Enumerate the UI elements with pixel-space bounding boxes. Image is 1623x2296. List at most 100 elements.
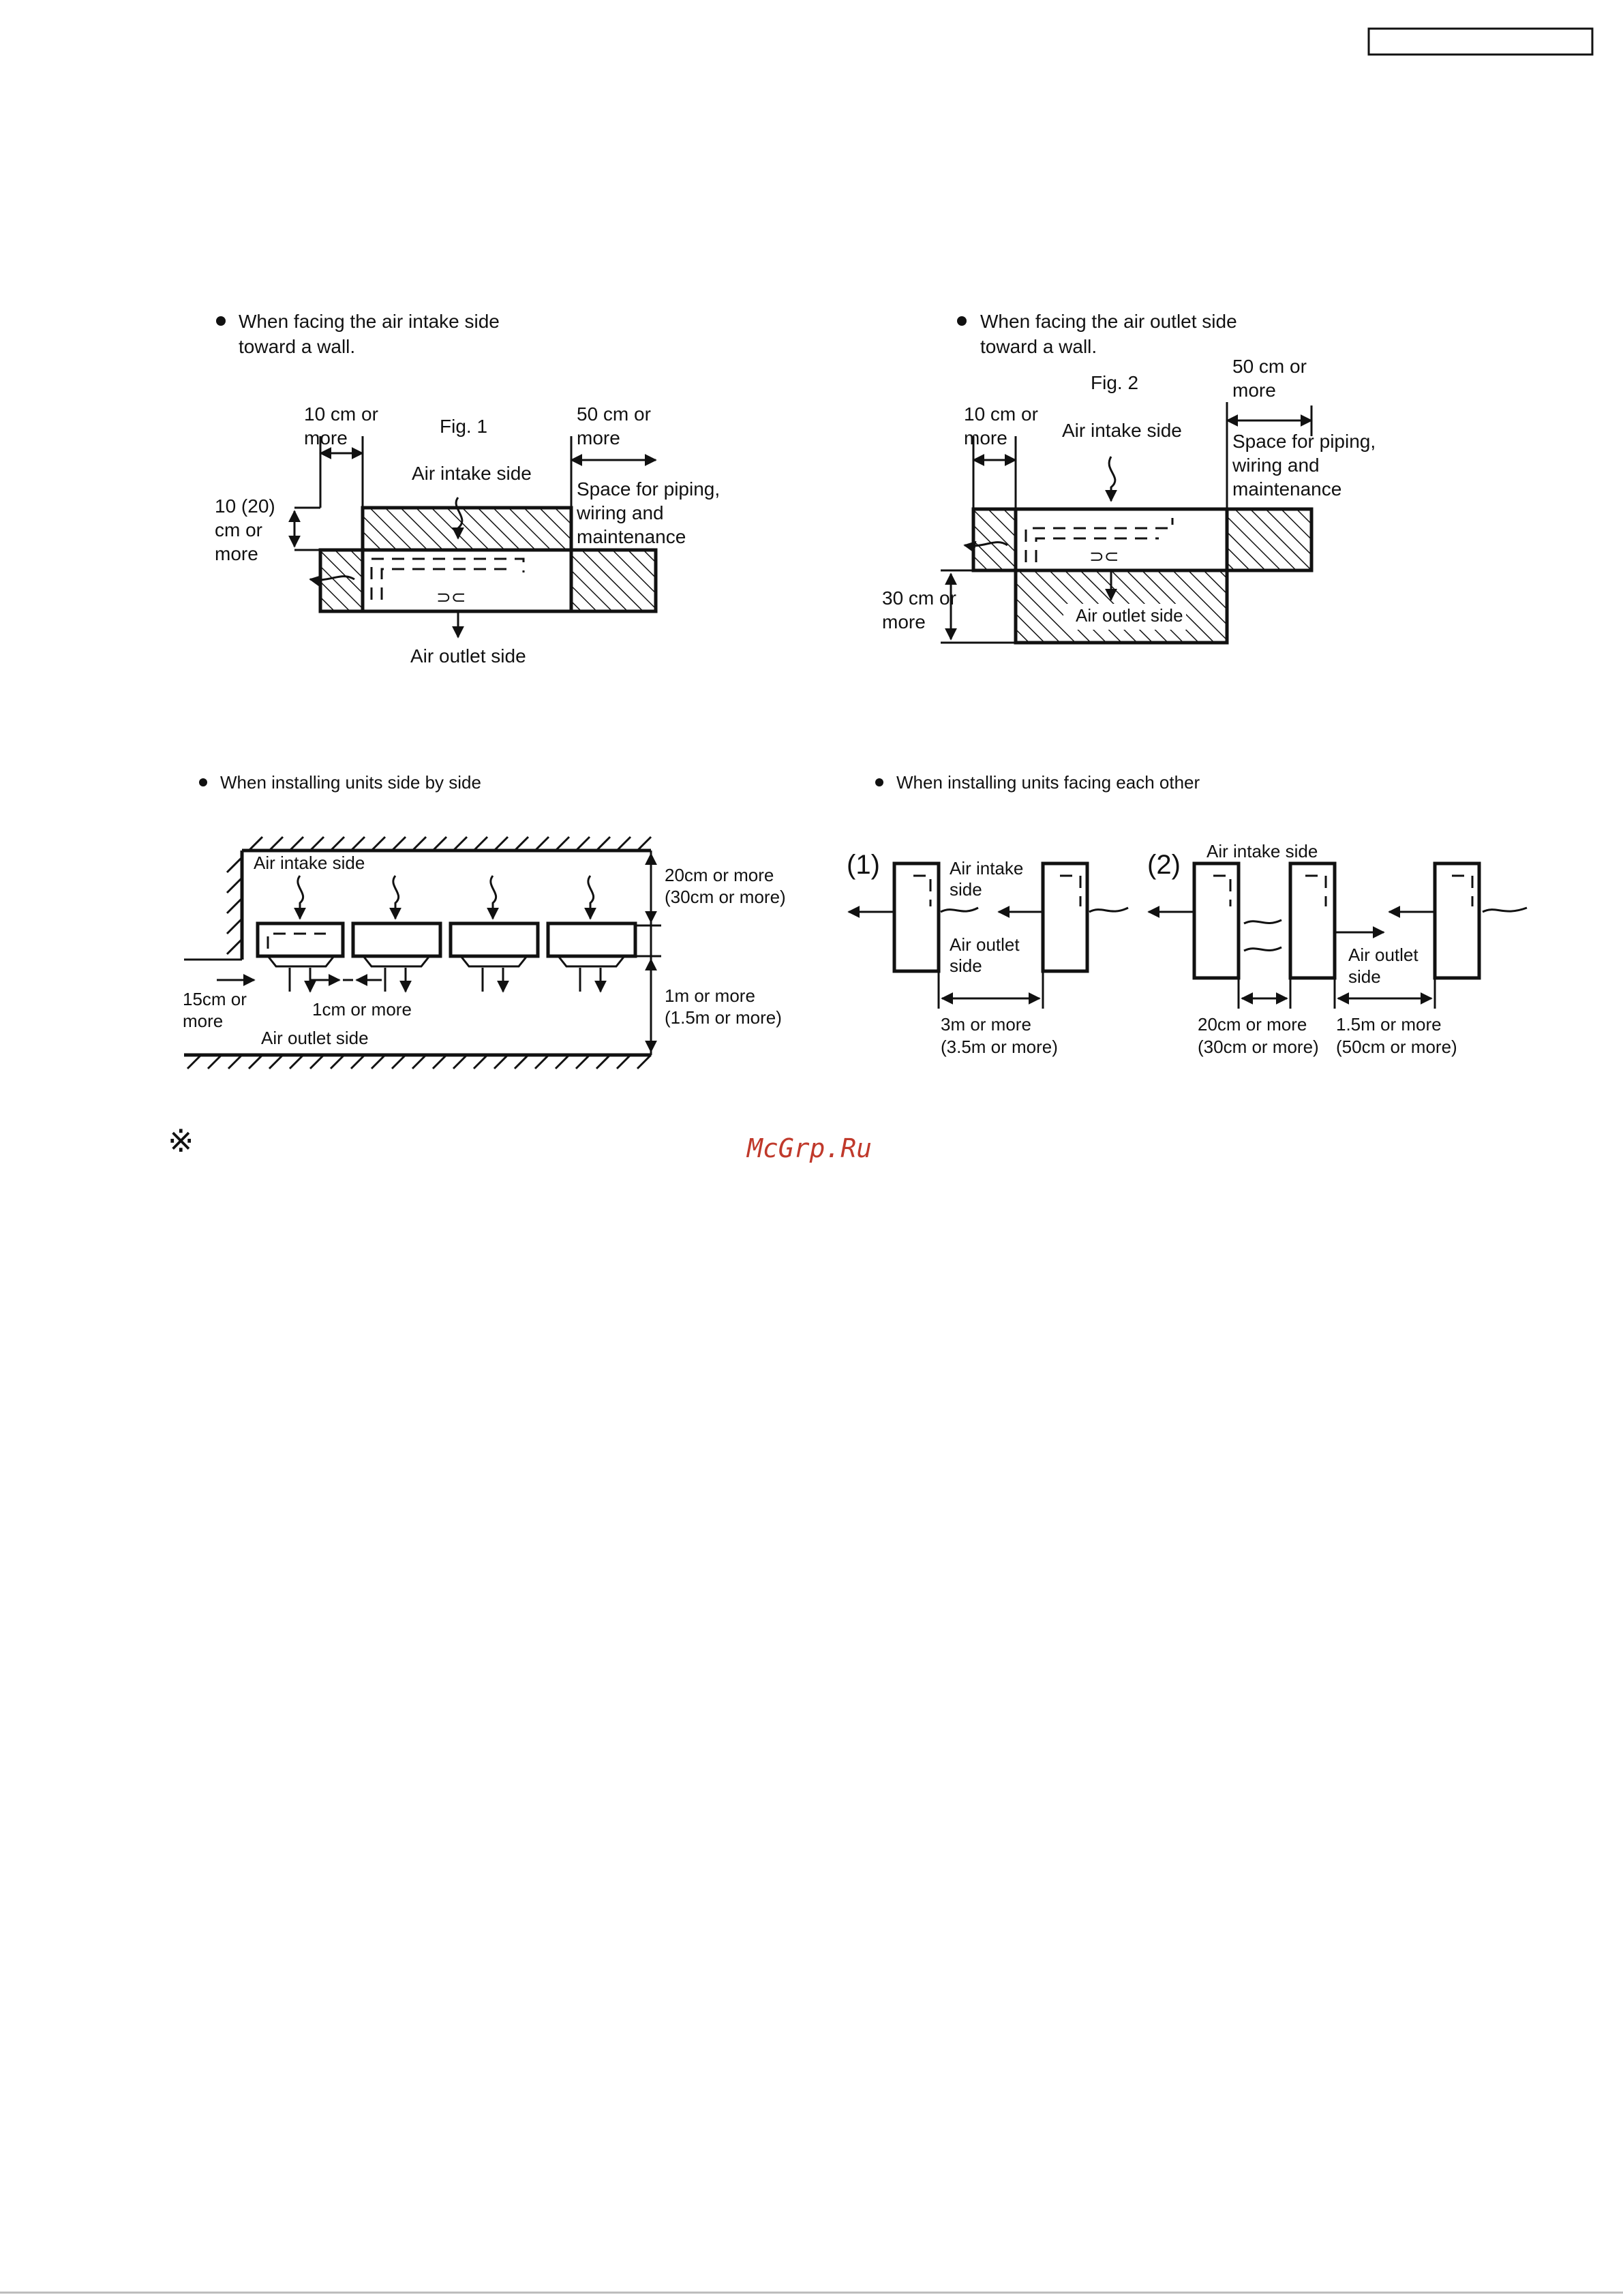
fig4-outlet1-1: Air outlet xyxy=(950,934,1020,955)
fig3-end-gap-1: 15cm or xyxy=(183,989,247,1009)
fig4-case2-unit-2 xyxy=(1288,861,1337,980)
fig4-case1-unit-left xyxy=(892,861,941,973)
fig3-intake-label: Air intake side xyxy=(254,853,365,873)
fig2-title: Fig. 2 xyxy=(1091,372,1138,393)
intake-arrow-icon xyxy=(1105,456,1117,502)
fig2-space-3: maintenance xyxy=(1232,478,1341,500)
model-number-box xyxy=(1367,27,1594,56)
side-arrow-icon xyxy=(309,575,355,587)
fig2-left-gap-2: more xyxy=(964,427,1007,448)
fig1-heading-line2: toward a wall. xyxy=(239,336,355,357)
intake-arrow-icon xyxy=(940,906,979,913)
fig1-heading: When facing the air intake side xyxy=(239,311,500,332)
fig2-space-2: wiring and xyxy=(1232,455,1320,476)
fig4-gap3-2: (50cm or more) xyxy=(1336,1037,1457,1057)
fig1-title: Fig. 1 xyxy=(440,416,487,437)
fig1-left-gap-1: 10 cm or xyxy=(304,403,378,425)
fig1-space-2: wiring and xyxy=(576,502,664,523)
fig3-end-gap-2: more xyxy=(183,1011,223,1031)
fig1-unit-outline xyxy=(370,557,525,600)
fig2-wall-gap-2: more xyxy=(882,611,926,632)
fig2-outlet-toward-wall: When facing the air outlet side toward a… xyxy=(882,311,1376,645)
fig2-outlet-label: Air outlet side xyxy=(1076,605,1183,626)
intake-arrow-icon xyxy=(1482,906,1528,913)
fig4-outlet1-2: side xyxy=(950,955,982,976)
fig4-outlet2-1: Air outlet xyxy=(1348,945,1419,965)
bullet-icon xyxy=(875,778,883,786)
fig3-side-by-side: When installing units side by side Air i… xyxy=(183,772,786,1070)
fig2-right-gap-2: more xyxy=(1232,380,1276,401)
fig2-outlet-label-bg xyxy=(1063,604,1186,630)
watermark-text: McGrp.Ru xyxy=(746,1133,872,1163)
fig1-right-gap-1: 50 cm or xyxy=(577,403,651,425)
fan-icon: ⊃⊂ xyxy=(436,587,466,607)
fig3-unit-4 xyxy=(546,921,637,958)
fig3-heading: When installing units side by side xyxy=(220,772,481,793)
fig3-between-gap: 1cm or more xyxy=(312,999,412,1020)
bullet-icon xyxy=(957,316,967,326)
fig1-wall-hatch xyxy=(361,506,573,552)
fig2-unit xyxy=(1014,507,1229,572)
fig4-case1-label: (1) xyxy=(847,850,880,880)
fan-icon: ⊃⊂ xyxy=(1089,546,1119,566)
intake-arrow-icon xyxy=(452,497,464,540)
fig4-gap1-1: 3m or more xyxy=(941,1014,1031,1035)
fig4-intake1-1: Air intake xyxy=(950,858,1023,878)
fig3-unit-1 xyxy=(256,921,345,958)
fig1-left-gap-2: more xyxy=(304,427,348,448)
fig1-space-3: maintenance xyxy=(577,526,686,547)
fig1-intake-label: Air intake side xyxy=(412,463,532,484)
fig4-outlet2-2: side xyxy=(1348,966,1381,987)
fig2-heading: When facing the air outlet side xyxy=(980,311,1237,332)
fig1-intake-toward-wall: When facing the air intake side toward a… xyxy=(215,311,720,667)
fig4-gap2-2: (30cm or more) xyxy=(1198,1037,1319,1057)
fig2-space-1: Space for piping, xyxy=(1232,431,1376,452)
fig3-unit-2 xyxy=(351,921,442,958)
note-reference-mark: ※ xyxy=(168,1122,194,1159)
fig2-right-wall xyxy=(1225,507,1314,572)
fig4-case2-label: (2) xyxy=(1147,850,1181,880)
fig3-outlet-label: Air outlet side xyxy=(261,1028,369,1048)
intake-arrow-icon xyxy=(294,875,306,920)
fig3-top-gap-1: 20cm or more xyxy=(665,865,774,885)
fig4-intake1-2: side xyxy=(950,879,982,900)
fig2-unit-outline xyxy=(1025,518,1174,562)
fig4-intake2: Air intake side xyxy=(1207,841,1318,861)
fig1-outlet-label: Air outlet side xyxy=(410,645,526,667)
fig4-gap2-1: 20cm or more xyxy=(1198,1014,1307,1035)
intake-arrow-icon xyxy=(1243,946,1282,952)
fig1-wall-gap-2: cm or xyxy=(215,519,262,540)
fig4-gap1-2: (3.5m or more) xyxy=(941,1037,1058,1057)
bullet-icon xyxy=(216,316,226,326)
fig1-wall-gap-3: more xyxy=(215,543,258,564)
fig2-heading-line2: toward a wall. xyxy=(980,336,1097,357)
fig4-case2-unit-1 xyxy=(1192,861,1241,980)
intake-arrow-icon xyxy=(1089,906,1129,913)
intake-arrow-icon xyxy=(584,875,596,920)
side-arrow-icon xyxy=(963,540,1008,553)
intake-arrow-icon xyxy=(487,875,499,920)
fig4-heading: When installing units facing each other xyxy=(896,772,1200,793)
fig2-intake-label: Air intake side xyxy=(1062,420,1182,441)
fig4-gap3-1: 1.5m or more xyxy=(1336,1014,1442,1035)
intake-arrow-icon xyxy=(389,875,401,920)
fig3-bottom-gap-2: (1.5m or more) xyxy=(665,1007,782,1028)
fig2-left-gap-1: 10 cm or xyxy=(964,403,1038,425)
fig1-unit xyxy=(361,548,573,613)
intake-arrow-icon xyxy=(1243,919,1282,925)
fig3-top-gap-2: (30cm or more) xyxy=(665,887,786,907)
fig3-unit-3 xyxy=(449,921,540,958)
fig1-right-wall xyxy=(569,548,658,613)
fig2-right-gap-1: 50 cm or xyxy=(1232,356,1307,377)
fig1-space-1: Space for piping, xyxy=(577,478,720,500)
fig1-wall-gap-1: 10 (20) xyxy=(215,495,275,517)
fig1-right-gap-2: more xyxy=(577,427,620,448)
fig4-facing-each-other: When installing units facing each other … xyxy=(847,772,1528,1057)
fig3-bottom-gap-1: 1m or more xyxy=(665,985,755,1006)
bullet-icon xyxy=(199,778,207,786)
fig1-left-wall xyxy=(318,548,365,613)
fig2-left-wall xyxy=(971,507,1018,572)
fig2-wall-gap-1: 30 cm or xyxy=(882,587,956,609)
